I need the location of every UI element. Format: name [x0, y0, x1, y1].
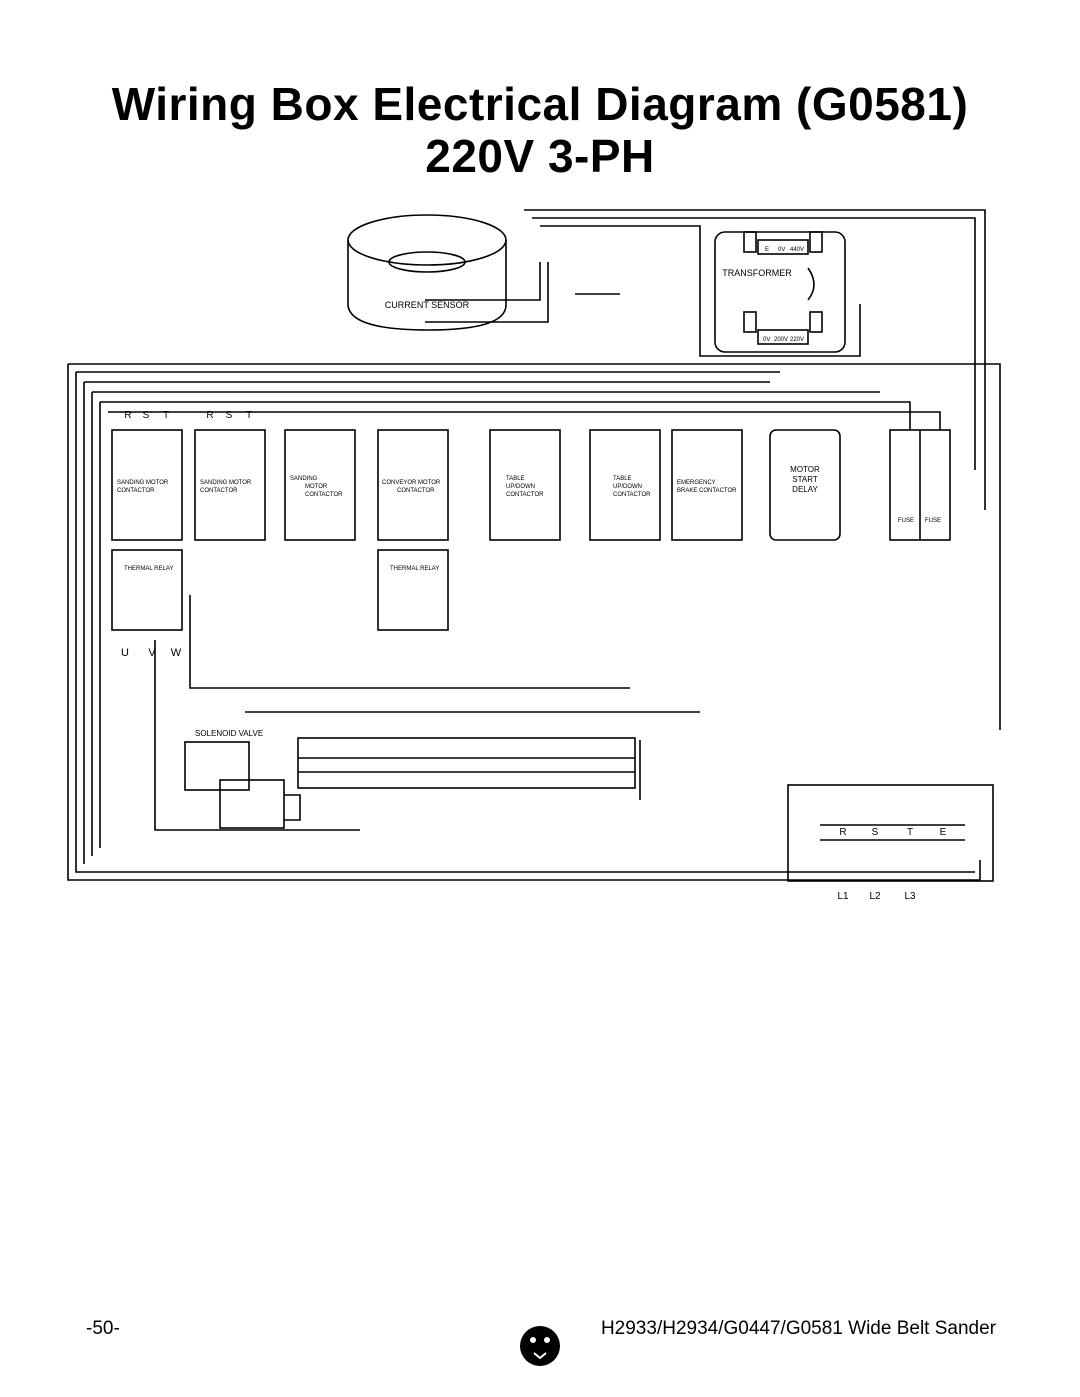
contactor-6-line1: TABLE [613, 476, 632, 482]
line-l2: L2 [869, 891, 881, 902]
contactor-4-line2: CONTACTOR [397, 488, 435, 494]
transformer [714, 231, 846, 353]
contactor-2-line1: SANDING MOTOR [200, 480, 252, 486]
tap-440v: 440V [790, 247, 804, 253]
line-l1: L1 [837, 891, 849, 902]
uvw-u: U [121, 647, 129, 659]
current-sensor [347, 214, 507, 331]
fuse-2-label: FUSE [925, 518, 941, 524]
rst-s-2: S [226, 410, 233, 421]
uvw-v: V [148, 647, 156, 659]
contactor-3-line3: CONTACTOR [305, 492, 343, 498]
transformer-label: TRANSFORMER [722, 268, 792, 278]
contactor-2-line2: CONTACTOR [200, 488, 238, 494]
contactor-7-line1: EMERGENCY [677, 480, 716, 486]
motor-delay-line2: START [792, 475, 818, 484]
terminal-r: R [839, 827, 846, 838]
contactor-1-line1: SANDING MOTOR [117, 480, 169, 486]
terminal-s: S [872, 827, 879, 838]
rst-s-1: S [143, 410, 150, 421]
rst-r-1: R [124, 410, 131, 421]
terminal-t: T [907, 827, 913, 838]
tap-e: E [765, 247, 769, 253]
contactor-4-line1: CONVEYOR MOTOR [382, 480, 441, 486]
model-text: H2933/H2934/G0447/G0581 Wide Belt Sander [600, 1318, 996, 1339]
tap-b-0v: 0V [763, 337, 770, 343]
thermal-relay-1-label: THERMAL RELAY [124, 566, 173, 572]
contactor-3-line1: SANDING [290, 476, 318, 482]
contactor-5-line3: CONTACTOR [506, 492, 544, 498]
fuse-1-label: FUSE [898, 518, 914, 524]
current-sensor-label: CURRENT SENSOR [385, 300, 470, 310]
solenoid-valve-label: SOLENOID VALVE [195, 729, 263, 738]
tap-b-220v: 220V [790, 337, 804, 343]
rst-r-2: R [206, 410, 213, 421]
page-subtitle: 220V 3-PH [425, 130, 655, 182]
page-title: Wiring Box Electrical Diagram (G0581) [111, 78, 969, 130]
page-number: -50- [86, 1318, 120, 1339]
rst-t-2: T [246, 410, 252, 421]
contactor-5-line2: UP/DOWN [506, 484, 535, 490]
contactor-1-line2: CONTACTOR [117, 488, 155, 494]
line-l3: L3 [904, 891, 916, 902]
solenoid-valve [184, 741, 301, 829]
tap-0v: 0V [778, 247, 785, 253]
motor-delay-line3: DELAY [792, 485, 818, 494]
contactor-6-line3: CONTACTOR [613, 492, 651, 498]
terminal-e: E [940, 827, 947, 838]
contactor-3-line2: MOTOR [305, 484, 328, 490]
uvw-w: W [171, 647, 182, 659]
thermal-relay-2-label: THERMAL RELAY [390, 566, 439, 572]
rst-t-1: T [163, 410, 169, 421]
contactor-5-line1: TABLE [506, 476, 525, 482]
motor-delay-line1: MOTOR [790, 465, 820, 474]
contactor-7-line2: BRAKE CONTACTOR [677, 488, 737, 494]
tap-b-200v: 200V [774, 337, 788, 343]
grizzly-logo-icon [520, 1326, 560, 1366]
contactor-6-line2: UP/DOWN [613, 484, 642, 490]
